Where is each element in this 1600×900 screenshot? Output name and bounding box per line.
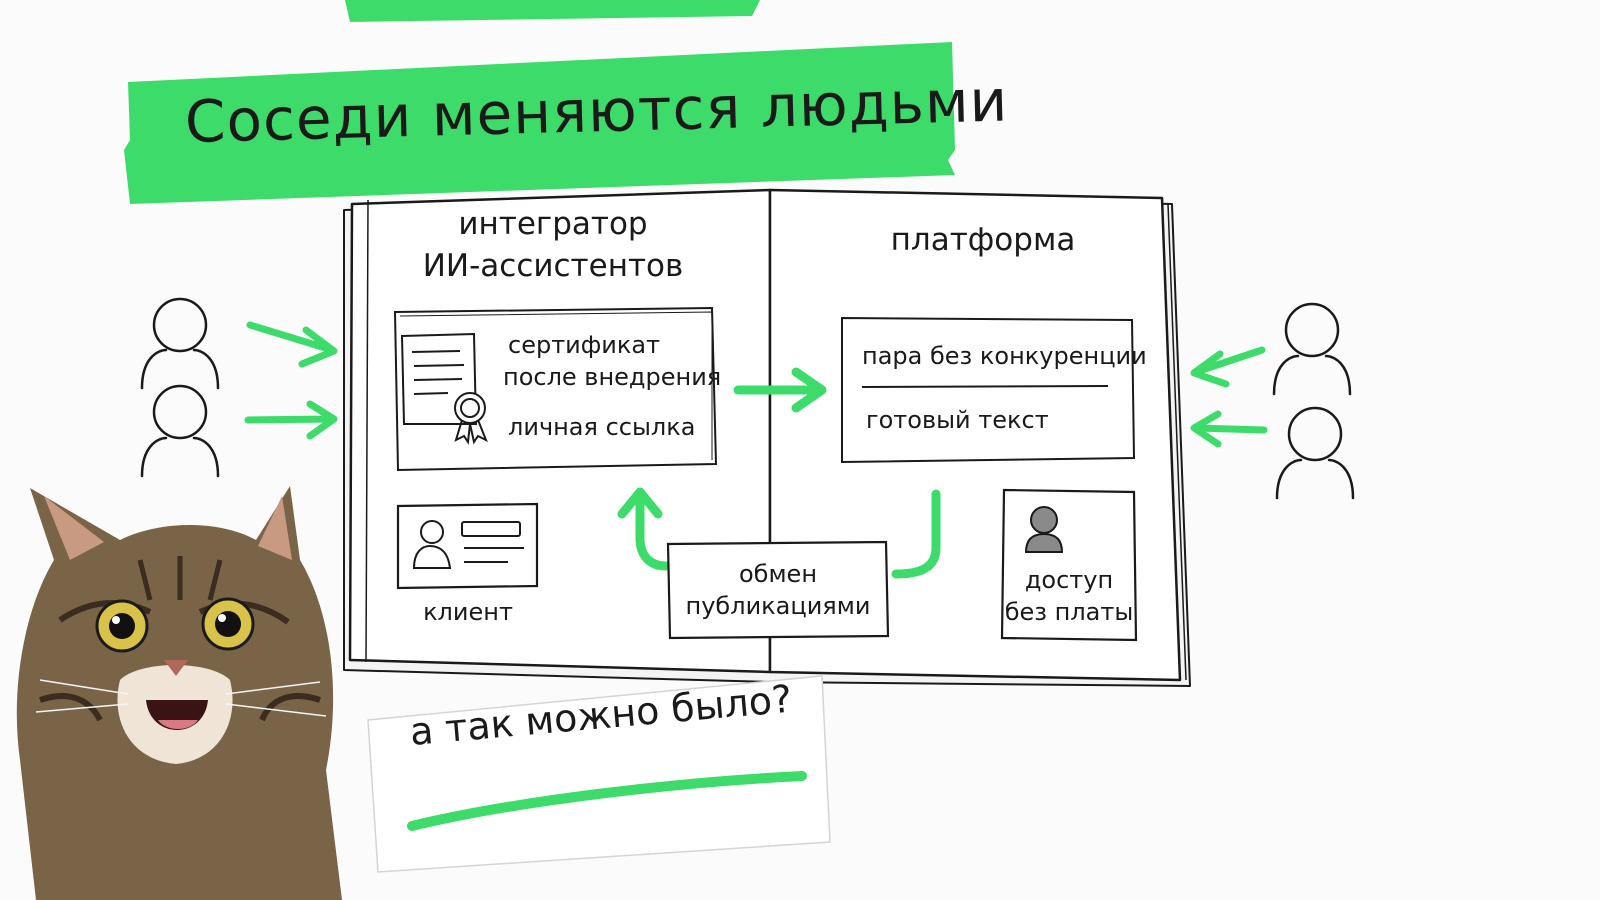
client-id-icon [412, 520, 524, 569]
arrow-left-bottom [244, 400, 338, 440]
cat-illustration [16, 486, 342, 900]
top-green-strip [345, 0, 760, 22]
user-icon-right-bottom [1275, 406, 1355, 500]
certificate-icon [400, 332, 488, 445]
arrow-to-platform [733, 367, 827, 413]
left-heading-line1: интегратор [458, 206, 648, 242]
user-icon-left-top [140, 297, 220, 390]
exchange-card [666, 540, 890, 640]
client-card [396, 502, 539, 590]
personal-link-text: личная ссылка [508, 413, 696, 441]
user-icon-right-top [1272, 302, 1352, 396]
left-heading-line2: ИИ-ассистентов [422, 248, 684, 284]
user-icon-left-bottom [140, 384, 220, 478]
client-label: клиент [423, 598, 513, 626]
arrow-right-bottom [1190, 410, 1268, 448]
right-heading: платформа [890, 222, 1076, 258]
exchange-loop [617, 487, 941, 579]
access-text-line2: без платы [1004, 598, 1134, 626]
question-note [367, 675, 831, 873]
platform-text-line2: готовый текст [866, 406, 1049, 434]
platform-card [841, 316, 1136, 464]
exchange-text-line2: публикациями [685, 592, 871, 620]
certificate-text-line2: после внедрения [503, 363, 722, 391]
title-banner [124, 42, 955, 204]
green-underline [407, 771, 807, 831]
exchange-text-line1: обмен [738, 560, 818, 588]
arrow-right-top [1190, 346, 1266, 388]
certificate-text-line1: сертификат [508, 331, 661, 359]
arrow-left-top [246, 321, 338, 368]
person-silhouette-icon [1024, 506, 1064, 553]
access-text-line1: доступ [1024, 566, 1114, 594]
platform-text-line1: пара без конкуренции [862, 342, 1147, 370]
